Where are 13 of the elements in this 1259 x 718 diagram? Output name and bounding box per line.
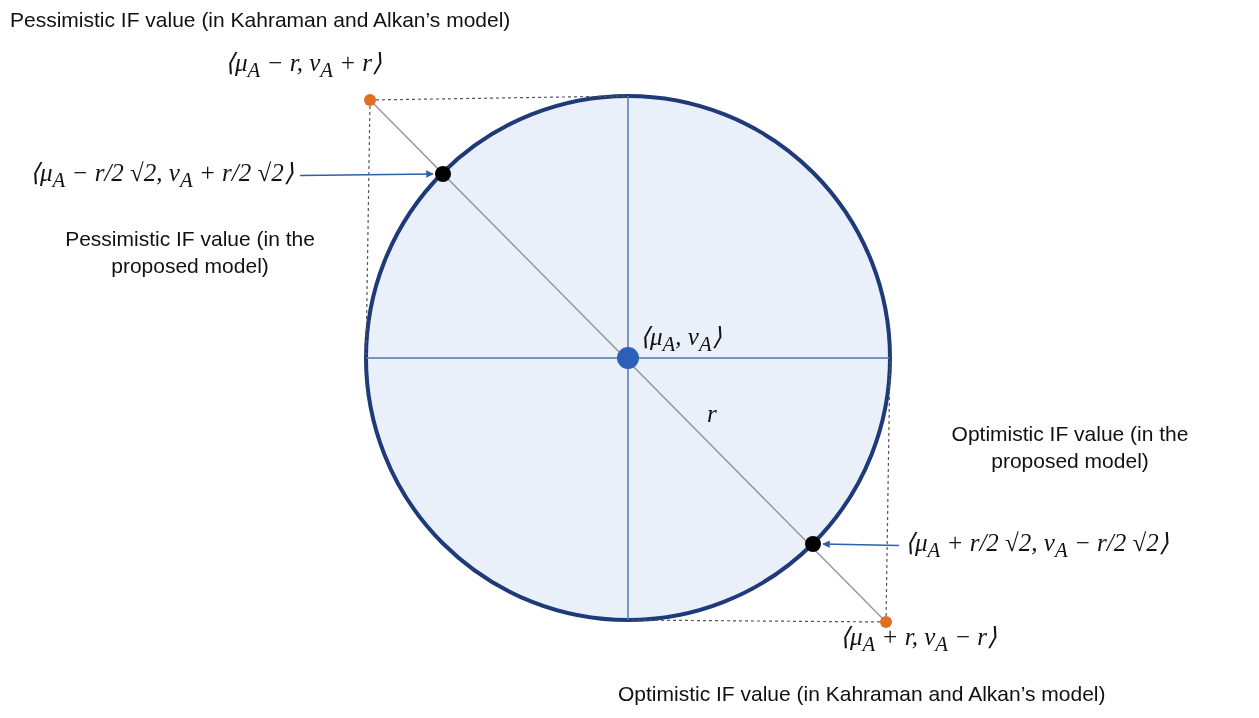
formula-label: ⟨μ$_{A}$ + r, ν$_{A}$ − r⟩ [840,622,998,657]
annotation-text: Pessimistic IF value (in Kahraman and Alkan’s model) [10,7,511,33]
annotation-text: Optimistic IF value (in Kahraman and Alkan’s model) [618,681,1106,707]
formula-label: ⟨μ$_{A}$ + r/2 √2, ν$_{A}$ − r/2 √2⟩ [905,528,1169,563]
formula-label: ⟨μ$_{A}$ − r/2 √2, ν$_{A}$ + r/2 √2⟩ [30,158,294,193]
point-marker [435,166,451,182]
radius-label: r [707,400,717,428]
caption-text: Pessimistic IF value (in the proposed model) [64,226,316,280]
arrow [299,170,434,178]
caption-text: Optimistic IF value (in the proposed model) [950,421,1190,475]
formula-label: ⟨μ$_{A}$, ν$_{A}$⟩ [640,322,722,357]
arrow [822,540,900,548]
formula-label: ⟨μ$_{A}$ − r, ν$_{A}$ + r⟩ [225,48,383,83]
